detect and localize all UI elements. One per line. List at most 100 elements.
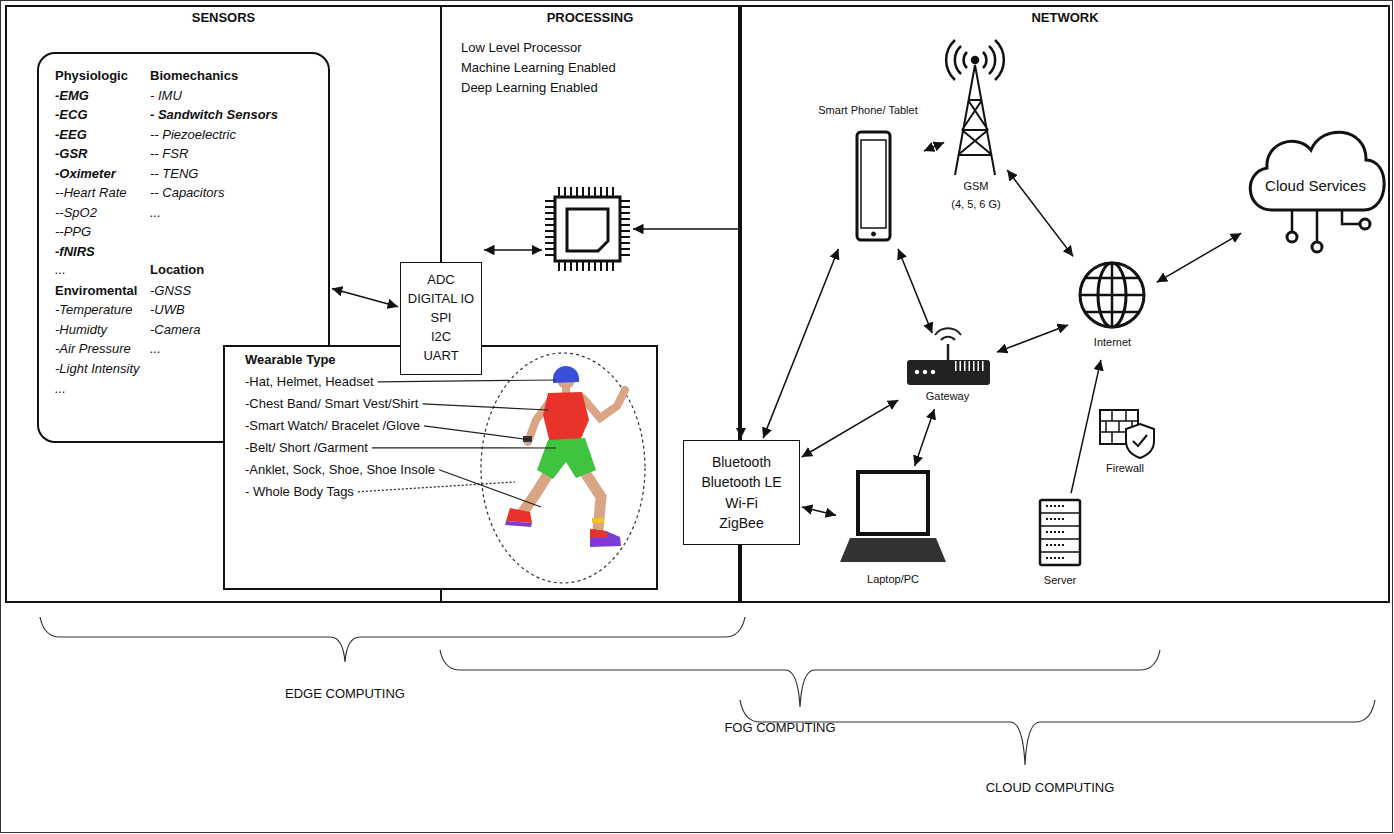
node-text: -Oximeter xyxy=(55,166,116,182)
tier-label: EDGE COMPUTING xyxy=(285,686,405,701)
interface-box: ADCDIGITAL IOSPII2CUART xyxy=(400,262,482,375)
node-text: -Chest Band/ Smart Vest/Shirt xyxy=(245,396,418,412)
tier-label: CLOUD COMPUTING xyxy=(986,780,1115,795)
node-text: -Hat, Helmet, Headset xyxy=(245,374,374,390)
bus-arrow xyxy=(484,249,542,251)
node-text: -Temperature xyxy=(55,302,133,318)
connector xyxy=(915,409,935,466)
leader-line xyxy=(424,426,531,440)
node-text: -- Piezoelectric xyxy=(150,127,236,143)
node-text: -UWB xyxy=(150,302,185,318)
node-text: -- FSR xyxy=(150,146,188,162)
connector xyxy=(1157,233,1242,282)
node-text: PROCESSING xyxy=(547,10,634,26)
firewall-icon xyxy=(1100,410,1154,458)
node-text: -Anklet, Sock, Shoe, Shoe Insole xyxy=(245,462,435,478)
node-text: SPI xyxy=(431,309,452,328)
server-node: Server xyxy=(1030,495,1090,590)
node-text: ... xyxy=(55,262,66,278)
node-text: NETWORK xyxy=(1031,10,1098,26)
node-text: Internet xyxy=(1094,336,1131,349)
cloud-icon xyxy=(1250,132,1384,252)
leader-line xyxy=(372,447,556,448)
node-text: Wi-Fi xyxy=(725,493,758,513)
node-text: ZigBee xyxy=(719,513,763,533)
leader-line xyxy=(358,482,515,492)
node-text: (4, 5, 6 G) xyxy=(951,198,1001,211)
node-text: UART xyxy=(423,347,458,366)
node-text: Location xyxy=(150,262,204,278)
cloud-node: Cloud Services xyxy=(1243,130,1388,250)
node-text: --PPG xyxy=(55,224,91,240)
node-text: Firewall xyxy=(1106,462,1144,475)
node-text: GSM xyxy=(963,180,988,193)
laptop-node: Laptop/PC xyxy=(838,468,948,590)
wireless-box: BluetoothBluetooth LEWi-FiZigBee xyxy=(683,440,800,545)
node-text: -EEG xyxy=(55,127,87,143)
node-text: - Sandwitch Sensors xyxy=(150,107,278,123)
node-text: Machine Learning Enabled xyxy=(461,60,616,76)
server-icon xyxy=(1040,500,1080,565)
gateway-icon xyxy=(907,328,990,385)
node-text: ... xyxy=(150,341,161,357)
node-text: -Air Pressure xyxy=(55,341,131,357)
node-text: Enviromental xyxy=(55,283,137,299)
node-text: -- TENG xyxy=(150,166,198,182)
laptop-icon xyxy=(840,472,946,562)
connector xyxy=(924,142,944,151)
node-text: -GSR xyxy=(55,146,88,162)
node-text: -Belt/ Short /Garment xyxy=(245,440,368,456)
connector xyxy=(802,507,836,515)
connector xyxy=(997,325,1068,352)
node-text: Low Level Processor xyxy=(461,40,582,56)
connector xyxy=(1071,360,1101,493)
connector xyxy=(802,400,899,457)
phone-node: Smart Phone/ Tablet xyxy=(814,102,922,247)
node-text: DIGITAL IO xyxy=(408,290,474,309)
leader-line xyxy=(378,380,555,382)
node-text: Cloud Services xyxy=(1265,177,1366,195)
node-text: Laptop/PC xyxy=(867,573,919,586)
brace xyxy=(40,617,1375,765)
node-text: -fNIRS xyxy=(55,244,95,260)
node-text: Server xyxy=(1044,574,1076,587)
connector xyxy=(332,288,398,306)
leader-line xyxy=(439,470,541,507)
node-text: Deep Learning Enabled xyxy=(461,80,598,96)
gsm-node: GSM (4, 5, 6 G) xyxy=(946,38,1006,220)
node-text: -EMG xyxy=(55,88,89,104)
sensors-panel: SENSORSPhysiologic-EMG-ECG-EEG-GSR-Oxime… xyxy=(5,5,442,603)
node-text: Gateway xyxy=(926,390,969,403)
firewall-node: Firewall xyxy=(1095,405,1155,480)
phone-icon xyxy=(857,132,890,240)
node-text: -Camera xyxy=(150,322,201,338)
network-panel: NETWORK Smart Phone/ TabletGSM (4, 5, 6 G)… xyxy=(740,5,1390,603)
tier-label: FOG COMPUTING xyxy=(724,720,835,735)
wearable-type-box: Wearable Type -Hat, Helmet, Headset -Chest… xyxy=(223,345,658,590)
node-text: -Smart Watch/ Bracelet /Glove xyxy=(245,418,420,434)
node-text: -- Capacitors xyxy=(150,185,224,201)
node-text: ADC xyxy=(427,271,454,290)
connector xyxy=(1007,170,1073,256)
globe-icon xyxy=(1080,263,1144,327)
node-text: - IMU xyxy=(150,88,182,104)
node-text: -Light Intensity xyxy=(55,361,140,377)
node-text: Wearable Type xyxy=(245,352,336,368)
node-text: I2C xyxy=(431,328,451,347)
node-text: --SpO2 xyxy=(55,205,97,221)
internet-node: Internet xyxy=(1070,258,1155,358)
connector xyxy=(898,249,932,333)
node-text: ... xyxy=(55,381,66,397)
connector xyxy=(763,249,838,438)
node-text: ... xyxy=(150,205,161,221)
node-text: -Humidty xyxy=(55,322,107,338)
node-text: Bluetooth LE xyxy=(701,472,781,492)
node-text: -ECG xyxy=(55,107,88,123)
node-text: Biomechanics xyxy=(150,68,238,84)
gateway-node: Gateway xyxy=(900,335,995,407)
node-text: Smart Phone/ Tablet xyxy=(818,104,917,117)
